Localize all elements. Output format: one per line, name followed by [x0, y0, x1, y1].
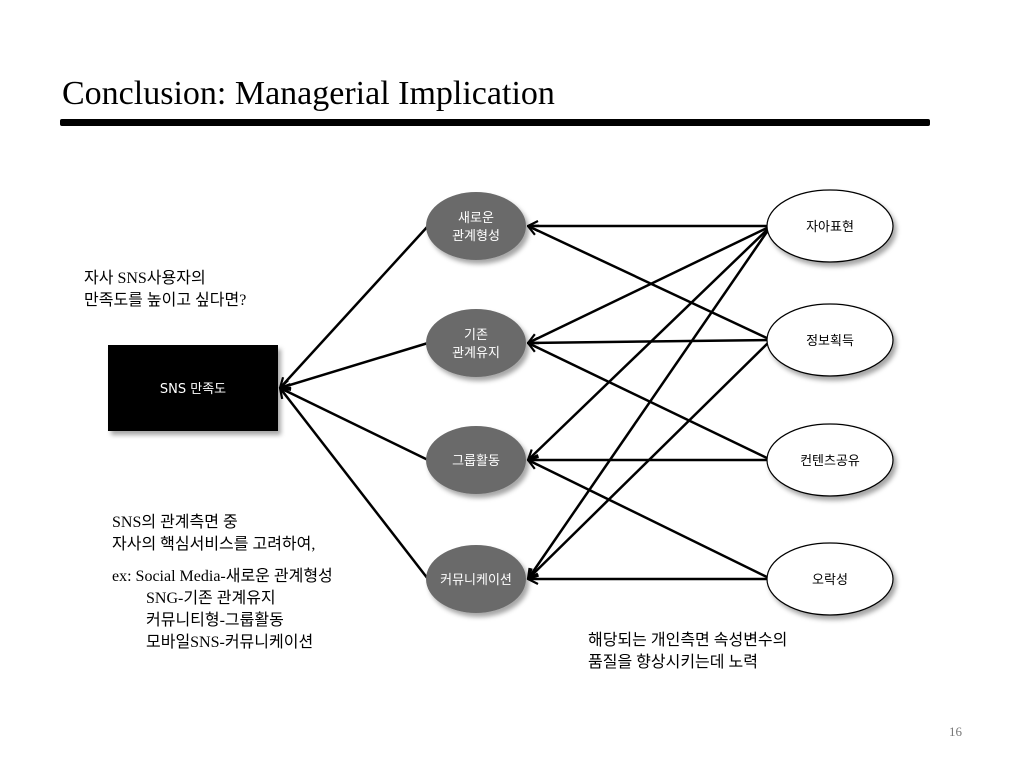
relation-node-label: 관계형성	[452, 229, 500, 244]
relation-node-label: 그룹활동	[452, 454, 500, 469]
question-text: 자사 SNS사용자의 만족도를 높이고 싶다면?	[84, 268, 246, 312]
relation-node-label: 커뮤니케이션	[440, 573, 512, 588]
factor-node-f-info: 정보획득	[766, 303, 894, 377]
note-line-3: ex: Social Media-새로운 관계형성	[112, 568, 333, 585]
factor-to-relation-arrow	[528, 460, 772, 581]
note-line-5: 커뮤니티형-그룹활동	[146, 612, 284, 629]
relation-node-rel-group: 그룹활동	[426, 426, 526, 494]
factor-node-label: 오락성	[812, 573, 848, 588]
relation-node-rel-comm: 커뮤니케이션	[426, 545, 526, 613]
relation-node-label: 새로운	[458, 211, 494, 226]
connector-lines	[280, 224, 773, 581]
factor-node-label: 자아표현	[806, 220, 854, 235]
note-line-1: SNS의 관계측면 중	[112, 514, 238, 531]
factor-to-relation-arrow	[528, 340, 772, 343]
relation-to-satisfaction-arrow	[280, 341, 429, 388]
sns-satisfaction-box: SNS 만족도	[108, 345, 278, 431]
relation-to-satisfaction-arrow	[280, 388, 429, 580]
factor-node-f-self: 자아표현	[766, 189, 894, 263]
note-line-4: SNG-기존 관계유지	[146, 590, 276, 607]
factor-to-relation-arrow	[528, 343, 772, 462]
title-divider	[60, 119, 930, 126]
note-line-2: 자사의 핵심서비스를 고려하여,	[112, 536, 316, 553]
bottom-note-line-2: 품질을 향상시키는데 노력	[588, 654, 758, 671]
bottom-note-line-1: 해당되는 개인측면 속성변수의	[588, 632, 788, 649]
relation-node-label: 기존	[464, 328, 488, 343]
bottom-note: 해당되는 개인측면 속성변수의 품질을 향상시키는데 노력	[588, 630, 787, 674]
factor-node-label: 정보획득	[806, 334, 854, 349]
note-line-6: 모바일SNS-커뮤니케이션	[146, 634, 314, 651]
factor-node-f-fun: 오락성	[766, 542, 894, 616]
factor-node-f-content: 컨텐츠공유	[766, 423, 894, 497]
implication-note: SNS의 관계측면 중 자사의 핵심서비스를 고려하여, ex: Social …	[112, 512, 333, 654]
relation-to-satisfaction-arrow	[280, 225, 429, 388]
factor-to-relation-arrow	[528, 225, 772, 460]
question-line-2: 만족도를 높이고 싶다면?	[84, 292, 247, 309]
factor-to-relation-arrow	[528, 224, 772, 343]
relation-to-satisfaction-arrow	[280, 388, 429, 462]
factor-node-label: 컨텐츠공유	[800, 454, 860, 469]
factor-to-relation-arrow	[528, 226, 772, 342]
page-number: 16	[949, 724, 962, 739]
sns-satisfaction-label: SNS 만족도	[160, 382, 226, 397]
question-line-1: 자사 SNS사용자의	[84, 270, 206, 287]
relation-node-label: 관계유지	[452, 346, 500, 361]
slide-title: Conclusion: Managerial Implication	[62, 75, 555, 112]
